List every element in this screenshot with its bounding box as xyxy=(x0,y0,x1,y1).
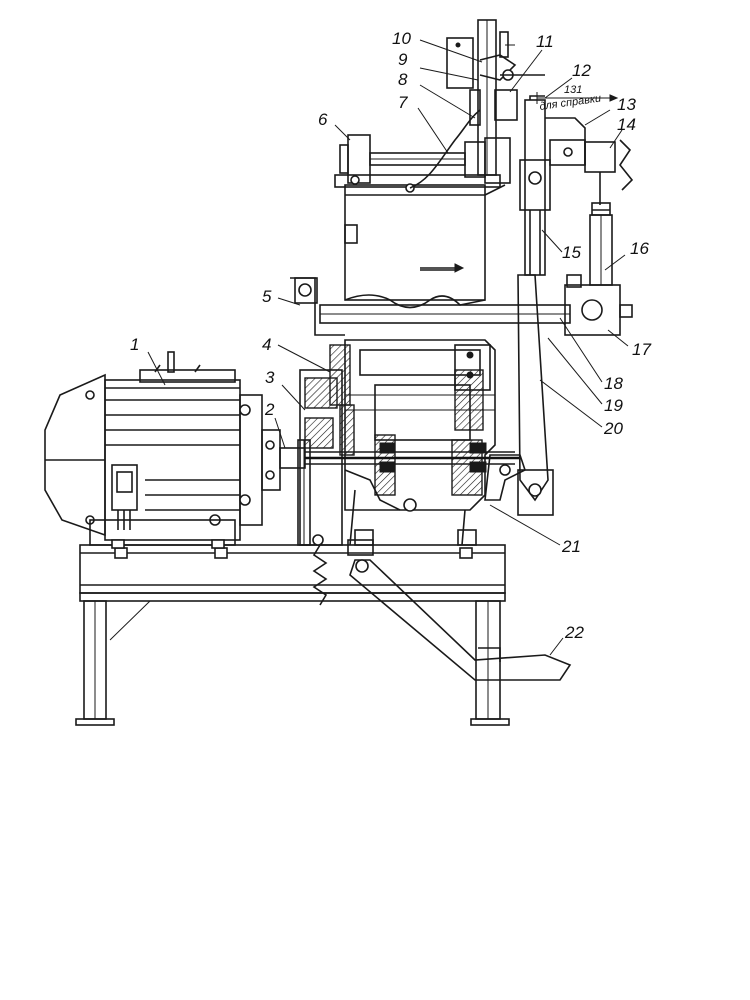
callout-13: 13 xyxy=(617,95,636,114)
callout-14: 14 xyxy=(617,115,636,134)
dimension-value: 131 xyxy=(564,84,582,96)
callout-20: 20 xyxy=(603,419,623,438)
callout-1: 1 xyxy=(130,335,139,354)
callout-5: 5 xyxy=(262,287,272,306)
callout-17: 17 xyxy=(632,340,651,359)
foot-pedal xyxy=(347,539,572,681)
callout-7: 7 xyxy=(398,93,408,112)
callout-15: 15 xyxy=(562,243,581,262)
base-frame xyxy=(75,544,510,726)
leader-lines xyxy=(147,39,629,656)
callout-8: 8 xyxy=(398,70,408,89)
lever-linkage xyxy=(290,95,634,516)
callout-4: 4 xyxy=(262,335,271,354)
callout-22: 22 xyxy=(564,623,584,642)
callout-18: 18 xyxy=(604,374,623,393)
callout-10: 10 xyxy=(392,29,411,48)
callout-11: 11 xyxy=(536,32,554,51)
gear-housing xyxy=(305,339,520,546)
callout-2: 2 xyxy=(264,400,275,419)
callout-9: 9 xyxy=(398,50,408,69)
callout-12: 12 xyxy=(572,61,591,80)
callout-6: 6 xyxy=(318,110,328,129)
upper-housing xyxy=(334,109,511,309)
callout-3: 3 xyxy=(265,368,275,387)
callout-16: 16 xyxy=(630,239,649,258)
clutch-housing xyxy=(297,344,355,606)
callout-21: 21 xyxy=(561,537,581,556)
callout-19: 19 xyxy=(604,396,623,415)
